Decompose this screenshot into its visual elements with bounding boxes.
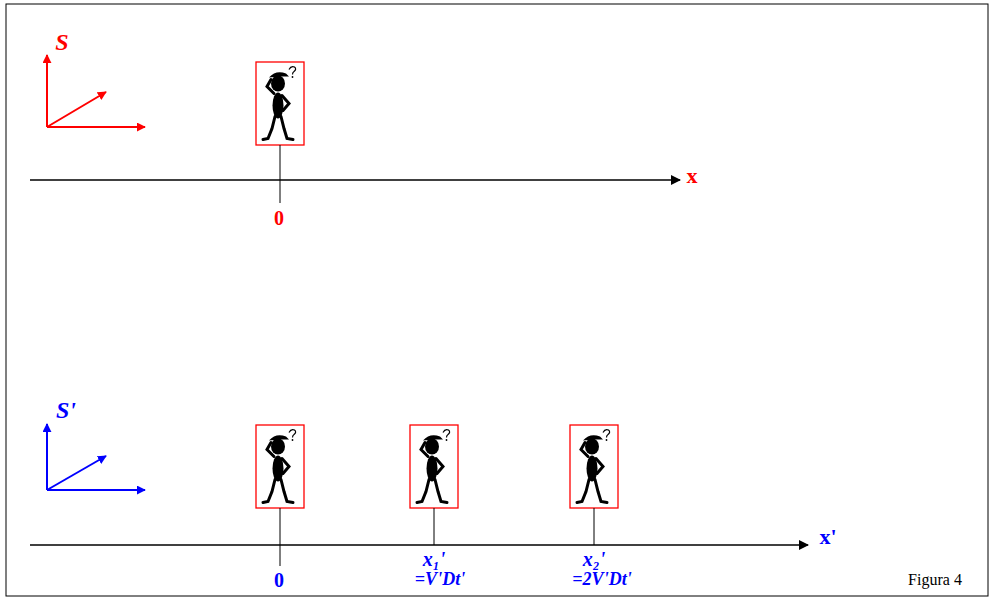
position-label: x₂': [583, 548, 606, 570]
frame-axes-s-prime: [47, 424, 145, 490]
formula-label: =2V'Dt': [572, 570, 631, 590]
observer-origin: [256, 425, 304, 566]
formula-label: =V'Dt': [415, 570, 465, 590]
x-axis: [30, 179, 680, 180]
axis-label: x': [819, 525, 836, 549]
observer-top: [256, 62, 304, 203]
origin-label: 0: [274, 207, 284, 229]
figure-caption: Figura 4: [908, 571, 962, 589]
position-label: x₁': [423, 548, 446, 570]
x-prime-axis: [30, 544, 808, 545]
observer-x1: [410, 425, 458, 545]
origin-label: 0: [274, 569, 284, 591]
axis-label: x: [687, 164, 698, 188]
frame-label: S: [55, 29, 68, 55]
figure-frame: [6, 4, 988, 596]
frame-axes-s: [47, 55, 145, 127]
frame-label: S': [56, 397, 76, 423]
observer-x2: [570, 425, 618, 545]
